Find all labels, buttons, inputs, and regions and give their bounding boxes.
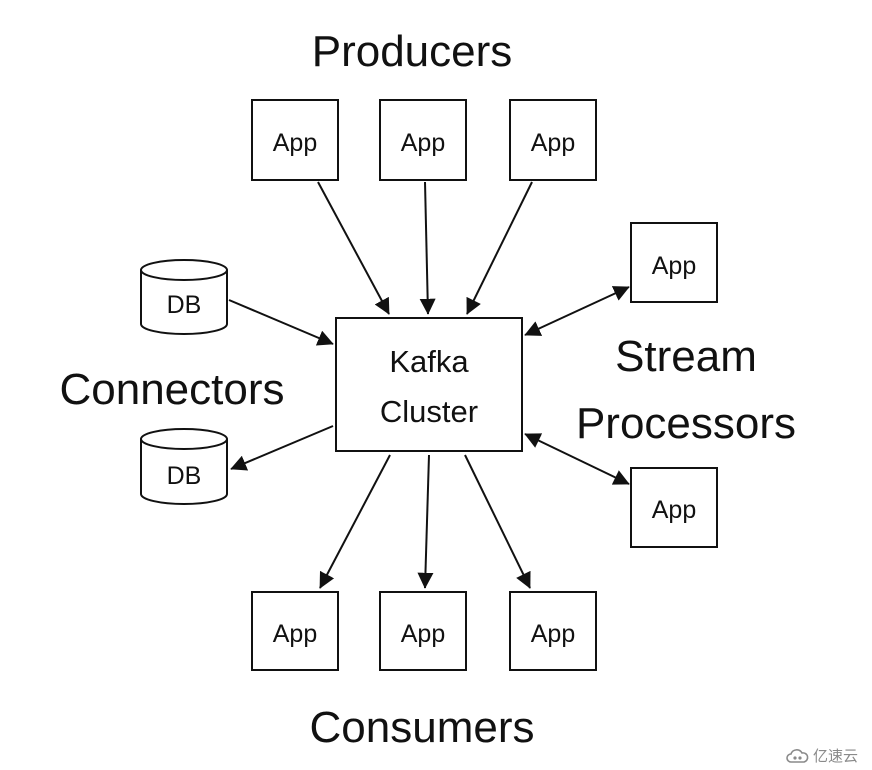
producers-title: Producers xyxy=(312,27,513,76)
consumer-app-2: App xyxy=(379,591,467,671)
consumer-app-1-label: App xyxy=(273,620,317,648)
db-cylinder-2: DB xyxy=(140,428,228,505)
producer-app-1-label: App xyxy=(273,129,317,157)
consumer-app-3: App xyxy=(509,591,597,671)
arrow-producer-2-to-cluster xyxy=(419,181,436,315)
cloud-logo-icon xyxy=(785,748,809,764)
arrow-cluster-stream-app-2-bidirectional xyxy=(524,433,630,485)
watermark-text: 亿速云 xyxy=(812,747,858,765)
arrow-producer-1-to-cluster xyxy=(317,181,390,315)
kafka-cluster-node: Kafka Cluster xyxy=(335,317,523,452)
producer-app-3-label: App xyxy=(531,129,575,157)
stream-processors-title-line1: Stream xyxy=(615,332,757,381)
stream-processors-title-line2: Processors xyxy=(576,399,796,448)
db-cylinder-1: DB xyxy=(140,259,228,335)
arrow-cluster-to-db-2 xyxy=(230,425,334,471)
arrow-cluster-to-consumer-1 xyxy=(319,454,391,589)
db-2-label: DB xyxy=(167,462,202,490)
arrow-cluster-to-consumer-2 xyxy=(417,454,434,589)
kafka-cluster-label-line2: Cluster xyxy=(380,394,478,429)
arrow-cluster-to-consumer-3 xyxy=(464,454,531,589)
arrow-producer-3-to-cluster xyxy=(466,181,533,315)
kafka-cluster-label-line1: Kafka xyxy=(389,344,469,379)
connectors-title: Connectors xyxy=(59,365,284,414)
producer-app-2-label: App xyxy=(401,129,445,157)
stream-processor-app-2-label: App xyxy=(652,496,696,524)
consumer-app-1: App xyxy=(251,591,339,671)
producer-app-2: App xyxy=(379,99,467,181)
producer-app-3: App xyxy=(509,99,597,181)
consumers-title: Consumers xyxy=(310,703,535,752)
stream-processor-app-1: App xyxy=(630,222,718,303)
producer-app-1: App xyxy=(251,99,339,181)
arrow-db-1-to-cluster xyxy=(228,299,334,346)
watermark: 亿速云 xyxy=(785,745,858,766)
consumer-app-2-label: App xyxy=(401,620,445,648)
db-1-label: DB xyxy=(167,291,202,319)
stream-processor-app-1-label: App xyxy=(652,252,696,280)
consumer-app-3-label: App xyxy=(531,620,575,648)
stream-processor-app-2: App xyxy=(630,467,718,548)
arrow-cluster-stream-app-1-bidirectional xyxy=(524,286,630,336)
